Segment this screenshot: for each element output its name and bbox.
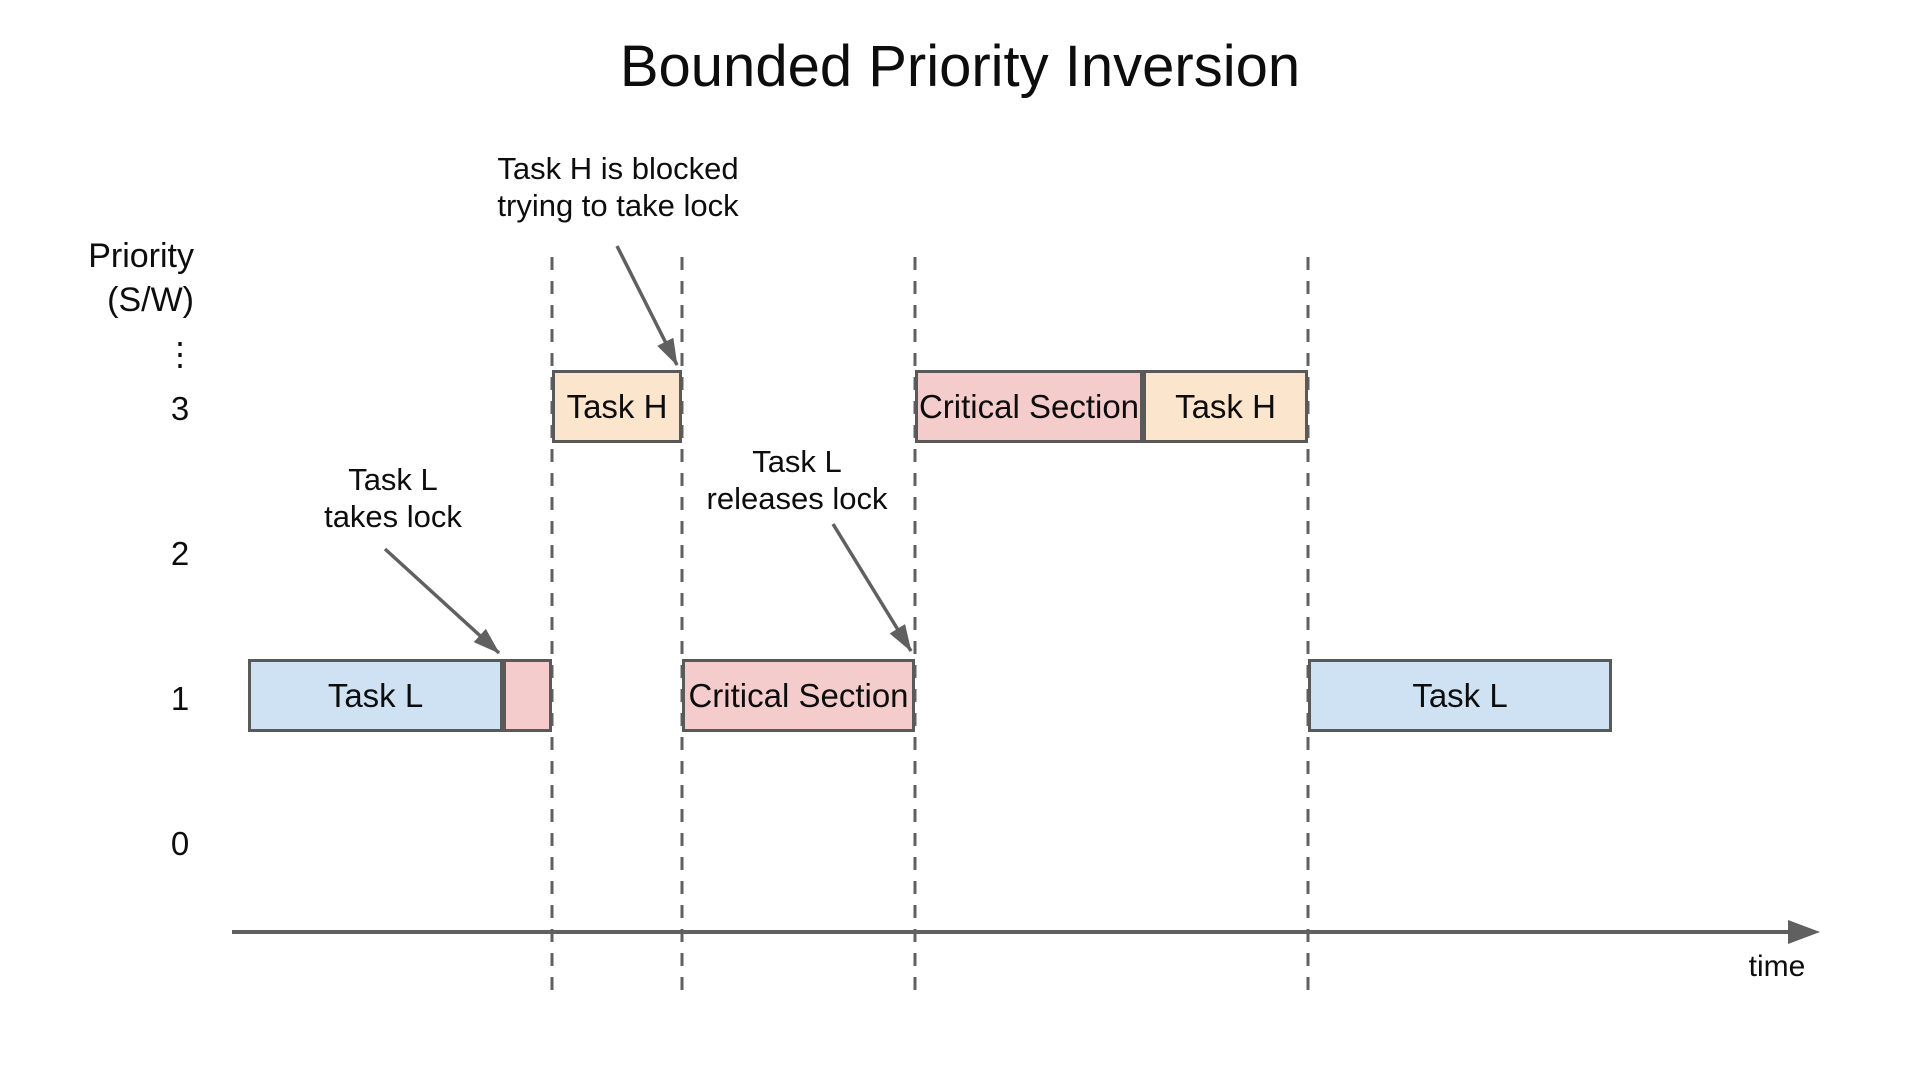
annotation-task-h-blocked-line1: Task H is blocked	[497, 151, 739, 186]
arrow-task-l-takes-lock	[383, 547, 501, 655]
bar-task-l-running: Task L	[248, 659, 503, 732]
diagram-title: Bounded Priority Inversion	[619, 34, 1301, 99]
annotation-task-l-releases-lock-line2: releases lock	[706, 481, 888, 516]
bar-critical-section-low: Critical Section	[682, 659, 915, 732]
bar-task-l-resumes: Task L	[1308, 659, 1612, 732]
y-tick-0: 0	[170, 825, 190, 862]
annotation-task-l-releases-lock-line1: Task L	[752, 444, 842, 479]
bar-task-h-preempts: Task H	[552, 370, 682, 443]
annotation-task-l-takes-lock-line2: takes lock	[324, 499, 462, 534]
y-tick-2: 2	[170, 535, 190, 572]
y-tick-1: 1	[170, 680, 190, 717]
time-axis-arrowhead	[1788, 920, 1820, 944]
annotation-task-l-takes-lock: Task L takes lock	[324, 461, 462, 535]
y-axis-label-line2: (S/W)	[107, 281, 194, 319]
y-axis-label-line1: Priority	[88, 237, 194, 275]
annotation-task-l-takes-lock-line1: Task L	[348, 462, 438, 497]
y-axis-label: Priority (S/W)	[0, 234, 194, 322]
annotation-task-h-blocked-line2: trying to take lock	[497, 188, 739, 223]
bar-task-l-lock-acquired	[503, 659, 552, 732]
arrow-task-h-blocked	[615, 245, 679, 366]
bar-task-h-runs: Task H	[1143, 370, 1308, 443]
annotation-task-l-releases-lock: Task L releases lock	[707, 443, 888, 517]
y-tick-3: 3	[170, 390, 190, 427]
arrow-task-l-releases-lock	[831, 523, 913, 652]
bar-critical-section-high: Critical Section	[915, 370, 1143, 443]
time-axis-label: time	[1748, 950, 1806, 983]
y-axis-ellipsis: ⋮	[164, 336, 196, 372]
annotation-task-h-blocked: Task H is blocked trying to take lock	[497, 150, 738, 224]
